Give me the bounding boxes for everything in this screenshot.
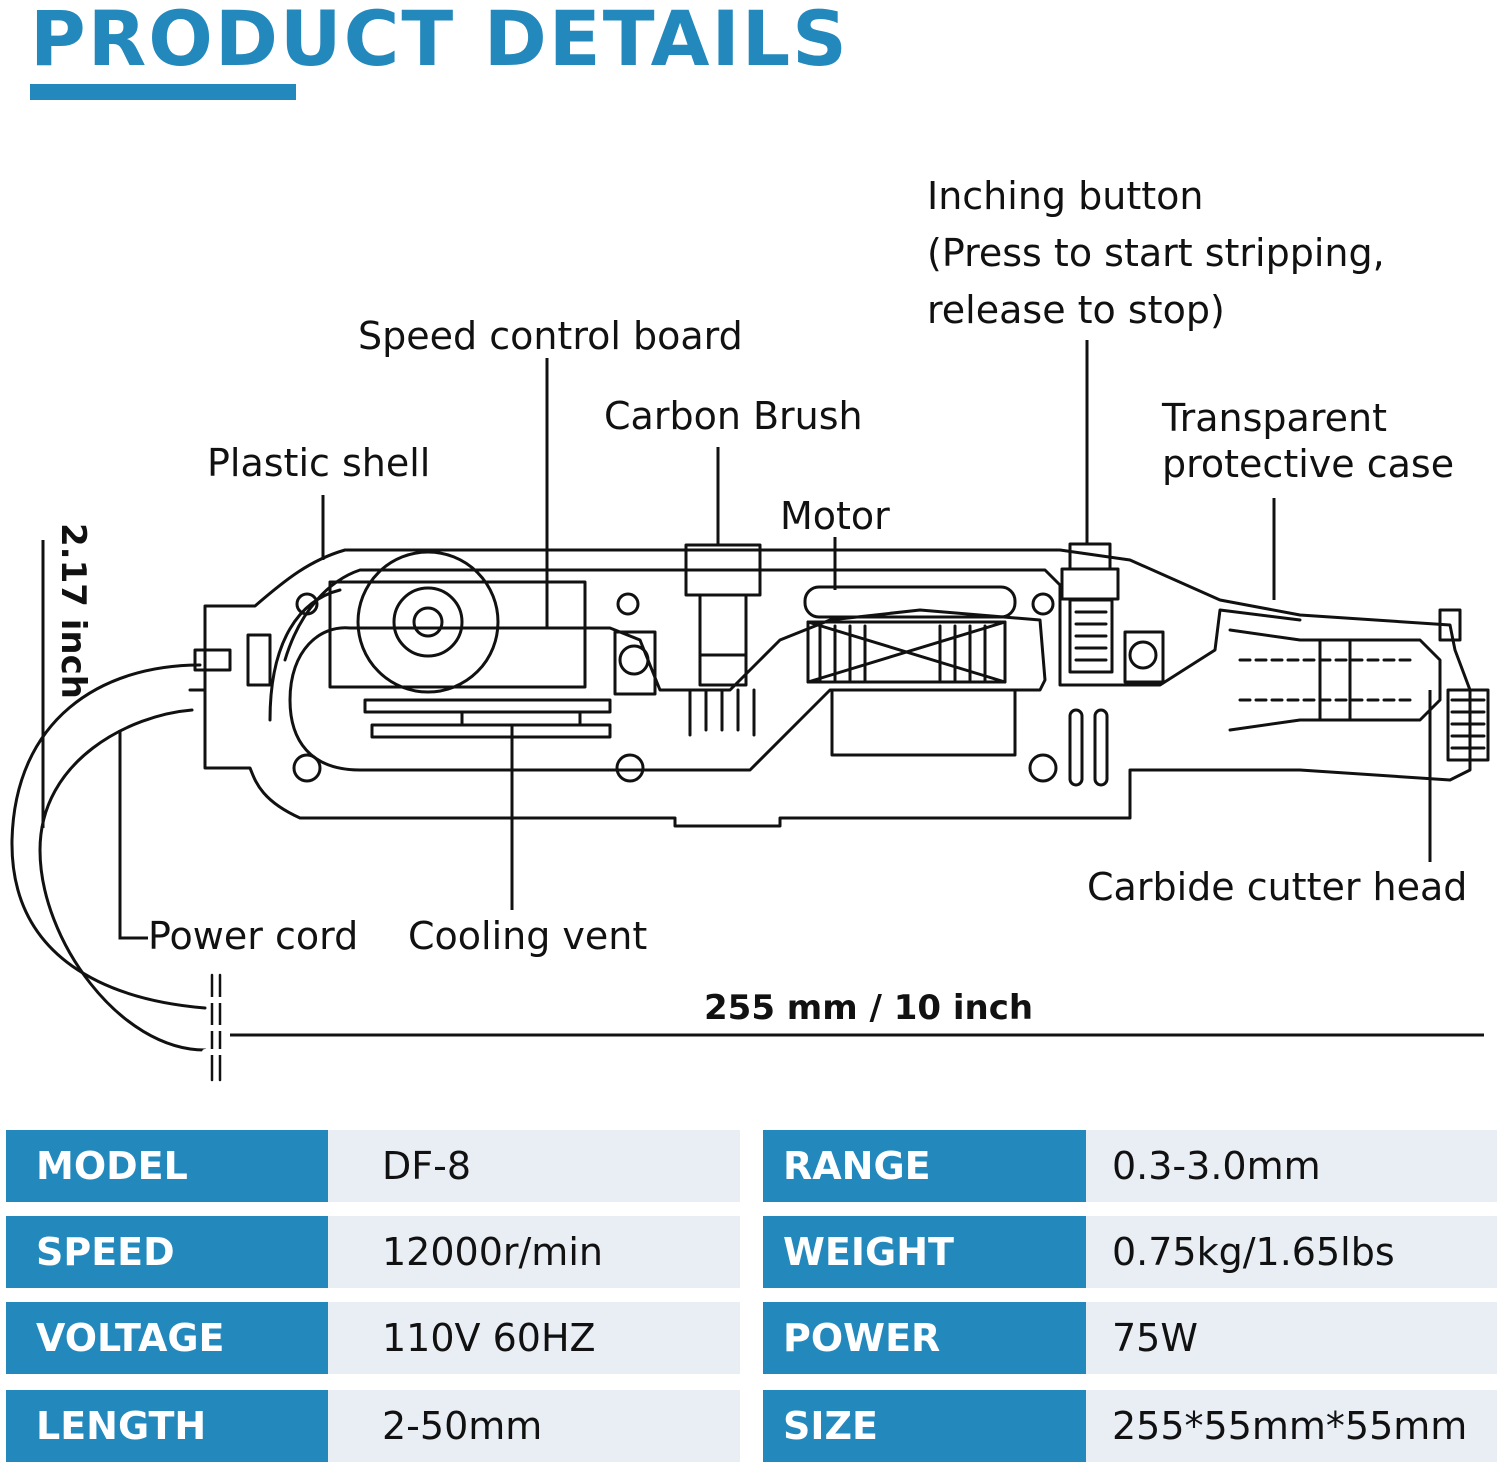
label-cooling-vent: Cooling vent (408, 914, 648, 958)
page-title: PRODUCT DETAILS (30, 0, 849, 83)
cutter-head-shape (1228, 628, 1442, 732)
spec-row: MODEL DF-8 RANGE 0.3-3.0mm (0, 1130, 1500, 1202)
spec-key: RANGE (763, 1130, 1086, 1202)
label-carbon-brush: Carbon Brush (604, 394, 863, 438)
spec-key: VOLTAGE (6, 1302, 328, 1374)
spec-row: VOLTAGE 110V 60HZ POWER 75W (0, 1302, 1500, 1374)
spec-key: LENGTH (6, 1390, 328, 1462)
inner-shell-outline (283, 568, 1302, 687)
label-carbide-cutter-head: Carbide cutter head (1087, 865, 1468, 909)
power-cord-shape (10, 663, 207, 1010)
speed-wheel-shape (356, 550, 500, 694)
label-motor: Motor (780, 494, 890, 538)
spec-value: 110V 60HZ (328, 1302, 740, 1374)
spec-row: LENGTH 2-50mm SIZE 255*55mm*55mm (0, 1390, 1500, 1462)
spec-key: SPEED (6, 1216, 328, 1288)
label-power-cord: Power cord (148, 914, 359, 958)
spec-table: MODEL DF-8 RANGE 0.3-3.0mm SPEED 12000r/… (0, 1130, 1500, 1467)
spec-value: 255*55mm*55mm (1086, 1390, 1497, 1462)
motor-shape (803, 585, 1017, 619)
spec-row: SPEED 12000r/min WEIGHT 0.75kg/1.65lbs (0, 1216, 1500, 1288)
label-transparent-case: Transparent protective case (1162, 396, 1455, 486)
spec-key: SIZE (763, 1390, 1086, 1462)
spec-key: MODEL (6, 1130, 328, 1202)
spec-value: 75W (1086, 1302, 1497, 1374)
height-dimension-label: 2.17 inch (53, 523, 93, 699)
spec-key: POWER (763, 1302, 1086, 1374)
spec-value: 0.75kg/1.65lbs (1086, 1216, 1497, 1288)
tool-diagram (10, 340, 1490, 1082)
spec-value: 0.3-3.0mm (1086, 1130, 1497, 1202)
housing-outline (203, 548, 1472, 828)
length-dimension-label: 255 mm / 10 inch (704, 988, 1034, 1028)
label-speed-control-board: Speed control board (358, 314, 743, 358)
spec-value: 2-50mm (328, 1390, 740, 1462)
leader-power-cord (118, 730, 148, 940)
spec-value: 12000r/min (328, 1216, 740, 1288)
spec-key: WEIGHT (763, 1216, 1086, 1288)
handle-slot (288, 608, 1047, 772)
label-plastic-shell: Plastic shell (207, 441, 431, 485)
spec-value: DF-8 (328, 1130, 740, 1202)
title-underline (30, 84, 296, 100)
label-inching-button: Inching button (Press to start stripping… (927, 174, 1385, 332)
